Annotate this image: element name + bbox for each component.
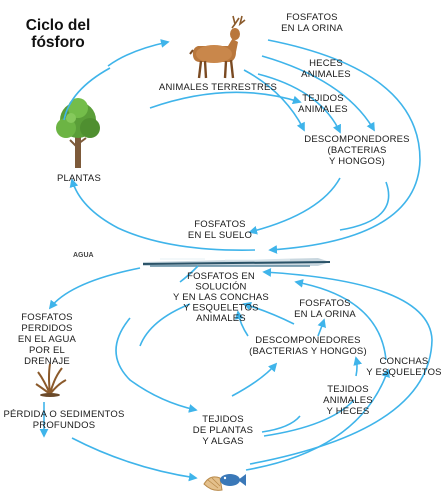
arrow-solution-to-solution [139, 303, 191, 347]
arrow-orina-loop [267, 39, 421, 254]
label-tejidos-animales-heces-line: Y HECES [327, 406, 370, 417]
label-tejidos-plantas-algas-line: TEJIDOS [202, 414, 244, 425]
arrow-fish-to-right [245, 368, 390, 471]
label-descomponedores-bottom-line: (BACTERIAS Y HONGOS) [249, 346, 367, 357]
label-fosfatos-solucion-line: Y ESQUELETOS [183, 303, 258, 314]
label-tejidos-animales-heces-line: TEJIDOS [327, 384, 369, 395]
label-conchas-esqueletos-line: Y ESQUELETOS [366, 367, 441, 378]
label-heces-animales-line: ANIMALES [301, 69, 351, 80]
label-descomponedores-top-line: Y HONGOS) [329, 156, 385, 167]
arrow-tejidos-lower-2 [263, 399, 355, 437]
arrow-plants-algae-to-descomp [231, 362, 278, 397]
arrow-plants-to-tejidos [149, 91, 302, 109]
label-tejidos-plantas-algas-line: DE PLANTAS [193, 425, 253, 436]
label-tejidos-animales-heces-line: ANIMALES [323, 395, 373, 406]
arrow-solution-to-tejidos [115, 317, 198, 413]
label-descomponedores-top-line: (BACTERIAS [327, 145, 386, 156]
diagram-title-line: fósforo [31, 34, 84, 51]
arrow-sediment-to-fish [71, 437, 198, 482]
label-fosfatos-perdidos-line: EN EL AGUA [18, 334, 77, 345]
tree-icon [56, 98, 100, 168]
arrow-plants-to-animals [107, 39, 170, 67]
label-conchas-esqueletos-line: CONCHAS [380, 356, 429, 367]
label-tejidos-animales-line: ANIMALES [298, 104, 348, 115]
label-fosfatos-solucion-line: SOLUCIÓN [195, 282, 246, 293]
label-fosfatos-perdidos-line: FOSFATOS [21, 312, 72, 323]
label-agua-line: AGUA [73, 252, 94, 259]
diagram-title-line: Ciclo del [26, 17, 91, 34]
label-descomponedores-top-line: DESCOMPONEDORES [304, 134, 409, 145]
arrow-tejidos-to-descomp [353, 356, 362, 377]
label-fosfatos-orina-top-line: FOSFATOS [286, 12, 337, 23]
label-fosfatos-perdidos-line: POR EL [29, 345, 65, 356]
arrow-orina-to-solution [242, 301, 295, 325]
arrow-inner-top [339, 181, 390, 231]
arrow-solution-upper [179, 265, 199, 283]
label-animales-terrestres-line: ANIMALES TERRESTRES [159, 82, 277, 93]
label-plantas-line: PLANTAS [57, 173, 101, 184]
label-fosfatos-solucion-line: Y EN LAS CONCHAS [173, 292, 269, 303]
label-animales-terrestres: ANIMALES TERRESTRES [159, 82, 277, 93]
fish-shell-icon [203, 474, 246, 491]
label-fosfatos-solucion-line: ANIMALES [196, 313, 246, 324]
label-plantas: PLANTAS [57, 173, 101, 184]
arrow-outer-left [63, 67, 111, 121]
arrow-heces-loop [261, 55, 375, 132]
arrow-soil-to-plants [69, 178, 256, 251]
arrow-tejidos-lower [261, 415, 301, 433]
arrow-descomp-to-soil [248, 177, 341, 235]
label-fosfatos-suelo-line: FOSFATOS [194, 219, 245, 230]
label-heces-animales-line: HECES [309, 58, 343, 69]
arrow-descomp-to-solution [234, 310, 249, 337]
water-icon [142, 258, 331, 267]
arrow-descomp-to-orina [317, 318, 326, 337]
label-tejidos-plantas-algas-line: Y ALGAS [202, 436, 243, 447]
label-perdida-sedimentos-line: PÉRDIDA O SEDIMENTOS [3, 409, 124, 420]
arrows [39, 39, 433, 482]
arrow-conchas-to-solution [294, 278, 387, 361]
label-fosfatos-orina-bottom-line: EN LA ORINA [294, 309, 356, 320]
label-fosfatos-solucion-line: FOSFATOS EN [187, 271, 255, 282]
label-agua: AGUA [73, 252, 94, 259]
label-fosfatos-orina-bottom-line: FOSFATOS [299, 298, 350, 309]
arrow-tejidos-loop [257, 73, 341, 134]
label-fosfatos-perdidos-line: PERDIDOS [21, 323, 72, 334]
label-fosfatos-orina-top-line: EN LA ORINA [281, 23, 343, 34]
label-descomponedores-bottom-line: DESCOMPONEDORES [255, 335, 360, 346]
label-perdida-sedimentos-line: PROFUNDOS [33, 420, 96, 431]
label-fosfatos-perdidos-line: DRENAJE [24, 356, 70, 367]
arrow-big-right [249, 268, 433, 465]
label-fosfatos-suelo-line: EN EL SUELO [188, 230, 252, 241]
seaweed-icon [35, 363, 67, 397]
label-tejidos-animales-line: TEJIDOS [302, 93, 344, 104]
deer-icon [189, 15, 246, 79]
arrow-to-perdidos [48, 267, 141, 310]
label-descomponedores-bottom: DESCOMPONEDORES(BACTERIAS Y HONGOS) [249, 335, 367, 357]
